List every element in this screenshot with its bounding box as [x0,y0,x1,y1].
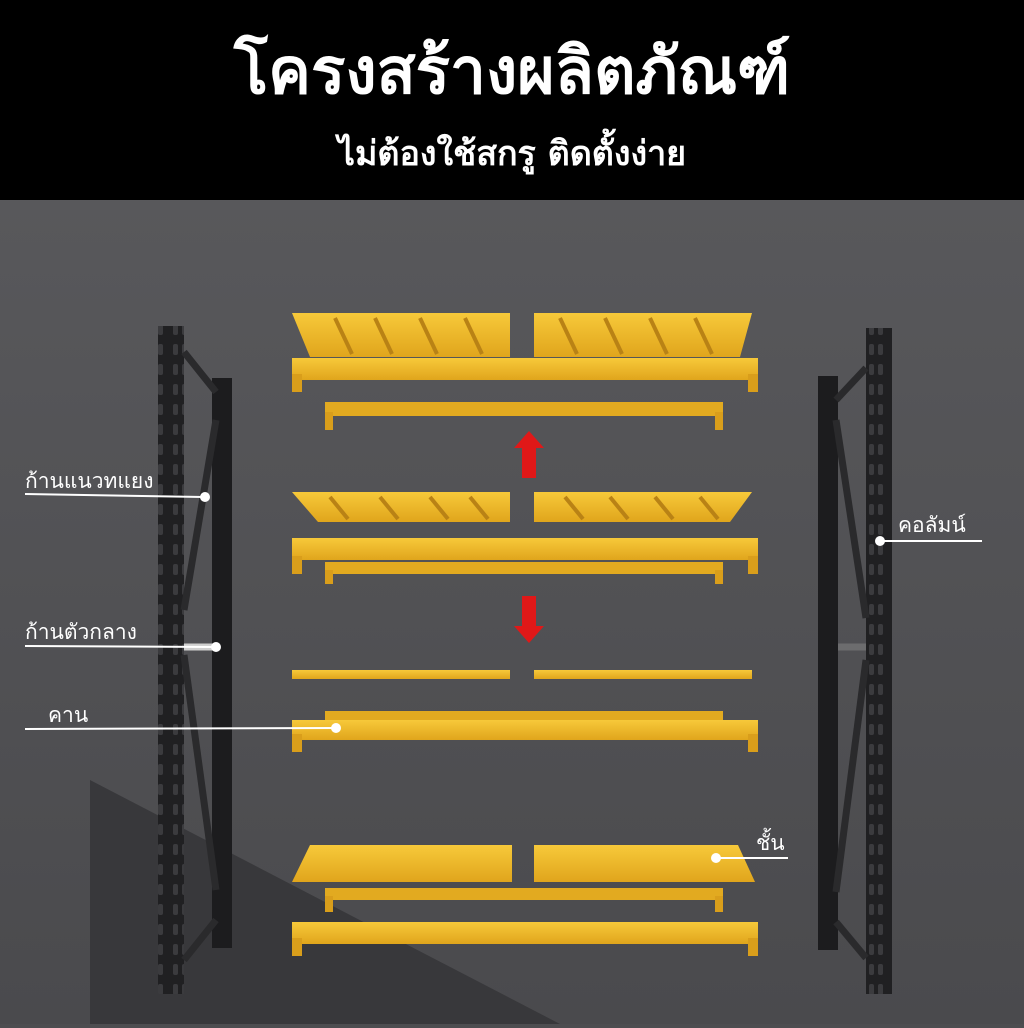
left-upright-frame [158,326,232,994]
left-back-column [212,378,232,948]
back-beam-tier-3 [325,711,723,721]
callout-dots [200,492,885,863]
back-beam-tier-2 [325,562,723,574]
tier-1 [292,313,758,430]
label-column: คอลัมน์ [898,513,966,537]
page-title: โครงสร้างผลิตภัณฑ์ [233,35,791,109]
header-banner: โครงสร้างผลิตภัณฑ์ ไม่ต้องใช้สกรู ติดตั้… [0,0,1024,200]
callout-line-beam [24,727,337,730]
label-middle-brace: ก้านตัวกลาง [25,620,137,644]
label-beam: คาน [48,703,89,727]
tier-2 [292,492,758,584]
shelf-panel-top-left [292,313,510,357]
page-subtitle: ไม่ต้องใช้สกรู ติดตั้งง่าย [337,134,687,174]
front-beam-tier-2 [292,538,758,560]
arrow-down-icon [514,596,544,643]
callout-line-diagonal-brace [24,493,204,498]
shelf-panel-upper-right [534,492,752,522]
back-beam-tier-4 [325,888,723,900]
tier-3 [292,670,758,752]
right-back-column [818,376,838,950]
callout-lines [24,493,982,859]
front-beam-tier-3 [292,720,758,740]
tier-4 [292,845,758,956]
exploded-shelf-diagram [0,200,1024,1024]
front-beam-tier-4 [292,922,758,944]
shelf-panel-middle-right [534,670,752,679]
label-shelf: ชั้น [756,831,785,855]
right-upright-frame [818,328,892,994]
back-beam-tier-1 [325,402,723,416]
arrow-up-icon [514,431,544,478]
shelf-panel-bottom-left [292,845,512,882]
front-beam-tier-1 [292,358,758,380]
right-front-column [866,328,892,994]
shelf-panel-bottom-right [534,845,755,882]
shelf-panel-middle-left [292,670,510,679]
label-diagonal-brace: ก้านแนวทแยง [25,469,154,493]
callout-line-middle-brace [24,645,217,648]
left-front-column [158,326,184,994]
product-structure-illustration: ก้านแนวทแยง ก้านตัวกลาง คาน ชั้น คอลัมน์ [0,200,1024,1024]
